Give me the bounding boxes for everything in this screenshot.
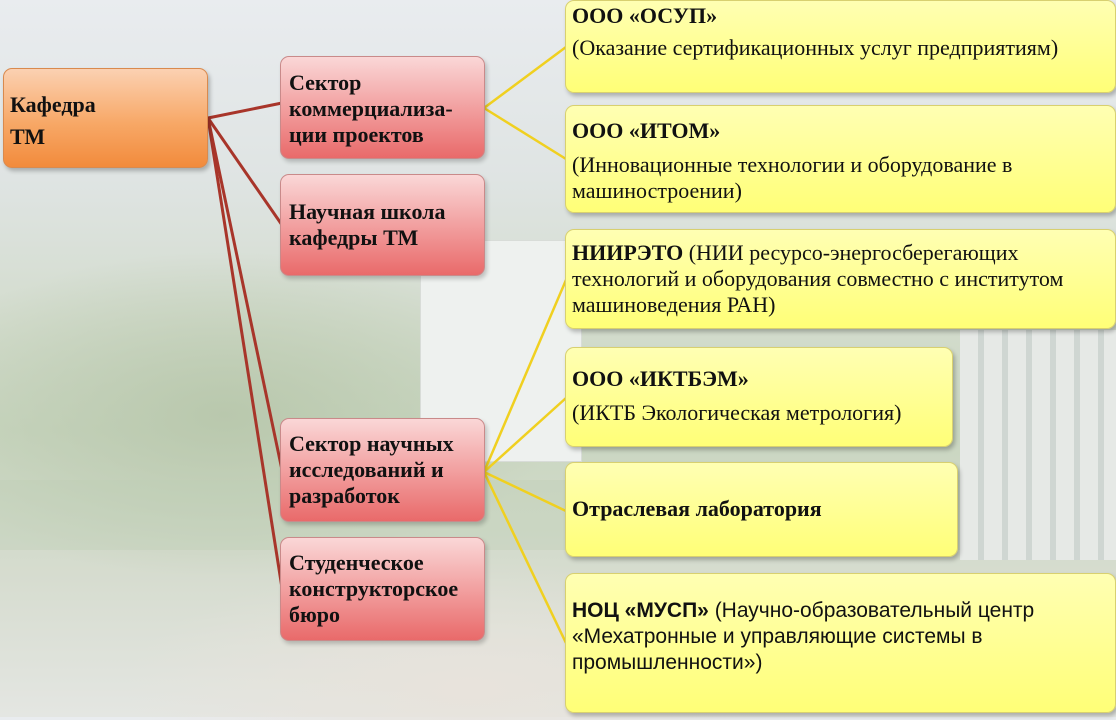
org-iktbem: ООО «ИКТБЭМ» (ИКТБ Экологическая метроло… — [565, 347, 953, 447]
link-sector3-org5 — [483, 470, 567, 513]
org-title: ООО «ИТОМ» — [572, 118, 721, 143]
org-osup: ООО «ОСУП» (Оказание сертификационных ус… — [565, 0, 1116, 93]
org-nots-musp: НОЦ «МУСП» (Научно-образовательный центр… — [565, 573, 1116, 713]
org-description: (Оказание сертификационных услуг предпри… — [572, 35, 1059, 60]
org-title: НОЦ «МУСП» — [572, 599, 709, 622]
sector-label: Студенческое конструкторское бюро — [289, 550, 459, 627]
org-title: НИИРЭТО — [572, 240, 684, 265]
link-root-sector3 — [206, 117, 284, 471]
sector-label: Сектор коммерциализа-ции проектов — [289, 70, 453, 147]
sector-commercialization: Сектор коммерциализа-ции проектов — [280, 56, 485, 159]
sector-scientific-school: Научная школа кафедры ТМ — [280, 174, 485, 276]
org-description: (Научно-образовательный центр «Мехатронн… — [572, 599, 1035, 674]
org-description: (ИКТБ Экологическая метрология) — [572, 400, 902, 425]
background-building-right — [960, 330, 1116, 560]
link-sector3-org4 — [483, 397, 567, 473]
link-sector3-org6 — [482, 471, 568, 644]
org-description: (НИИ ресурсо-энергосберегающих технологи… — [572, 240, 1064, 317]
sector-student-design-bureau: Студенческое конструкторское бюро — [280, 537, 485, 641]
link-sector1-org2 — [483, 106, 567, 161]
link-root-sector4 — [206, 117, 284, 589]
org-niireto: НИИРЭТО (НИИ ресурсо-энергосберегающих т… — [565, 229, 1116, 329]
org-title: Отраслевая лаборатория — [572, 496, 822, 521]
root-line1: Кафедра — [10, 92, 96, 117]
sector-label: Научная школа кафедры ТМ — [289, 199, 446, 250]
org-industry-laboratory: Отраслевая лаборатория — [565, 462, 958, 557]
link-sector1-org1 — [483, 45, 567, 110]
root-node-kafedra: Кафедра ТМ — [3, 68, 208, 168]
org-itom: ООО «ИТОМ» (Инновационные технологии и о… — [565, 105, 1116, 213]
link-root-sector1 — [207, 101, 283, 120]
link-root-sector2 — [206, 117, 284, 226]
org-title: ООО «ОСУП» — [572, 3, 718, 28]
org-description: (Инновационные технологии и оборудование… — [572, 152, 1013, 203]
link-sector3-org3 — [482, 279, 568, 473]
org-title: ООО «ИКТБЭМ» — [572, 366, 749, 391]
sector-label: Сектор научных исследований и разработок — [289, 431, 454, 508]
root-line2: ТМ — [10, 124, 46, 149]
sector-research-development: Сектор научных исследований и разработок — [280, 418, 485, 522]
